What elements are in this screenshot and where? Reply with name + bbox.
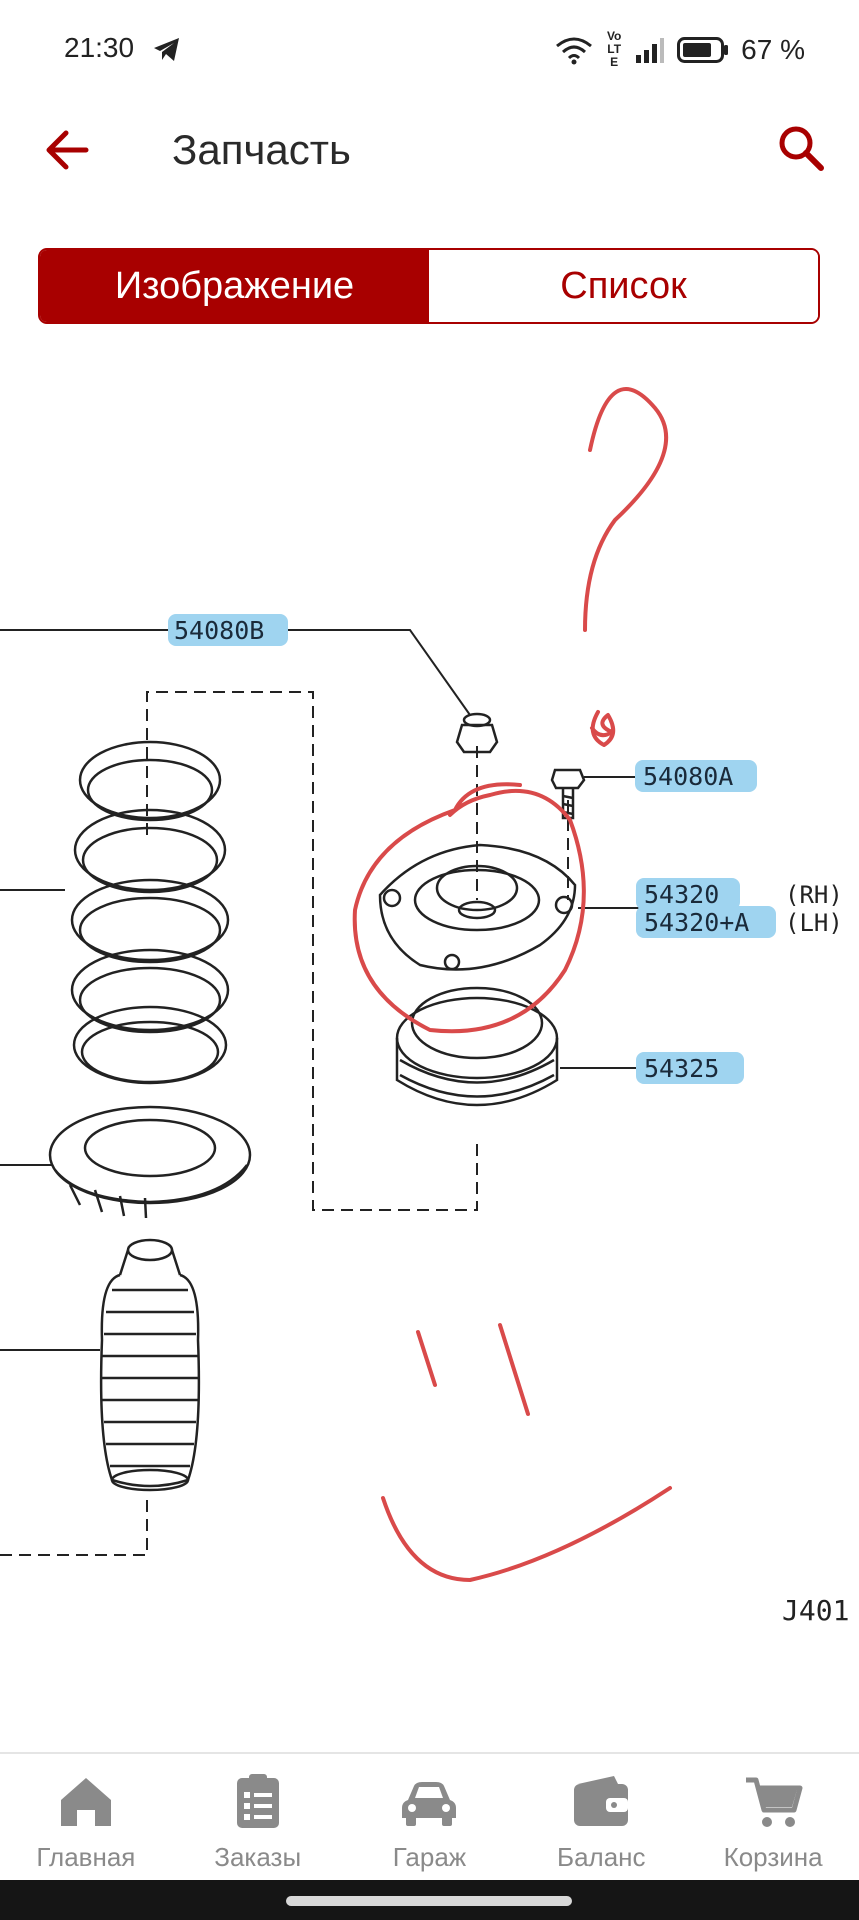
callout-bg [636, 1052, 744, 1084]
telegram-icon [154, 38, 179, 61]
diagram-code: J401 [782, 1594, 849, 1627]
status-icons: Vo LTE 67 % [555, 30, 805, 69]
callout-bg [636, 878, 740, 910]
parts-diagram: 54080B 54080A 54320 (RH) 54320+A (LH) 54… [0, 340, 859, 1730]
tab-image[interactable]: Изображение [40, 250, 429, 322]
parts-diagram-svg: 54080B 54080A 54320 (RH) 54320+A (LH) 54… [0, 387, 849, 1627]
smiley-eye-right [498, 1323, 530, 1416]
nut [455, 712, 499, 754]
bottom-nav: Главная Заказы Гараж Баланс [0, 1752, 859, 1882]
scribble-mark [590, 710, 616, 747]
car-icon [402, 1782, 457, 1826]
label-lh: (LH) [785, 909, 843, 937]
signal-icon [636, 37, 665, 63]
battery-icon [677, 36, 729, 63]
view-toggle: Изображение Список [38, 248, 820, 324]
callout-bg [168, 614, 288, 646]
app-bar: Запчасть [0, 100, 859, 210]
nav-label-balance: Баланс [557, 1842, 646, 1872]
callout-54320[interactable]: 54320 [644, 880, 719, 909]
home-icon [60, 1778, 111, 1826]
spring-seat [48, 1105, 252, 1219]
status-time: 21:30 [64, 32, 135, 63]
circle-around-mount [352, 782, 586, 1034]
cart-icon [746, 1777, 803, 1827]
nav-garage[interactable]: Гараж [344, 1754, 516, 1882]
callout-54080a[interactable]: 54080A [643, 762, 733, 791]
nav-orders[interactable]: Заказы [172, 1754, 344, 1882]
smiley-mouth [381, 1486, 672, 1582]
nav-balance[interactable]: Баланс [515, 1754, 687, 1882]
nav-label-cart: Корзина [723, 1842, 823, 1872]
nav-cart[interactable]: Корзина [687, 1754, 859, 1882]
wallet-icon [574, 1776, 629, 1826]
battery-percent: 67 % [741, 33, 805, 65]
orders-icon [236, 1774, 279, 1828]
home-gesture-handle[interactable] [286, 1896, 572, 1906]
strut-bearing [395, 986, 559, 1107]
nav-home[interactable]: Главная [0, 1754, 172, 1882]
back-arrow-icon[interactable] [38, 120, 98, 180]
question-mark-drawing [583, 387, 669, 632]
nav-label-home: Главная [36, 1842, 136, 1872]
callout-54080b[interactable]: 54080B [174, 616, 264, 645]
dust-boot [99, 1238, 201, 1492]
hand-annotations [352, 387, 672, 1582]
callout-bg [635, 760, 757, 792]
tab-list[interactable]: Список [429, 250, 818, 322]
volte-badge: Vo LTE [606, 29, 622, 69]
strut-mount [378, 843, 577, 971]
nav-label-garage: Гараж [392, 1842, 467, 1872]
nav-label-orders: Заказы [214, 1842, 302, 1872]
callout-54325[interactable]: 54325 [644, 1054, 719, 1083]
callout-54320-a[interactable]: 54320+A [644, 908, 749, 937]
search-icon[interactable] [771, 118, 831, 178]
label-rh: (RH) [785, 881, 843, 909]
smiley-eye-left [416, 1330, 437, 1387]
wifi-icon [556, 37, 593, 64]
coil-spring [70, 740, 230, 1085]
callout-bg [636, 906, 776, 938]
page-title: Запчасть [172, 126, 351, 173]
status-bar: 21:30 Vo LTE 67 % [0, 0, 859, 100]
gesture-bar [0, 1880, 859, 1920]
